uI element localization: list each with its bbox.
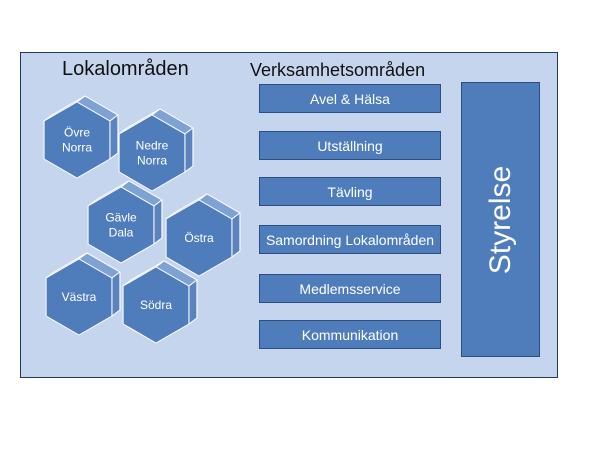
hexagon-label: Södra: [140, 298, 172, 312]
hexagon-side-face: [109, 114, 119, 160]
hexagon-side-face: [184, 127, 194, 173]
area-medlemsservice: Medlemsservice: [259, 274, 441, 303]
hexagon-front-face: [122, 266, 190, 344]
hexagon-front-face: [45, 258, 113, 336]
hexagon-front-face: [118, 114, 186, 192]
hexagon-label: Övre: [64, 126, 90, 140]
hexagon-label: Västra: [62, 290, 97, 304]
hexagon-side-face: [188, 279, 198, 325]
hexagon-label: Gävle: [105, 211, 137, 225]
hexagon-label: Dala: [109, 226, 134, 240]
business-areas-heading: Verksamhetsområden: [250, 60, 426, 80]
hexagon-ostra: Östra: [165, 193, 241, 277]
hexagon-side-face: [231, 212, 241, 258]
area-kommunikation: Kommunikation: [259, 320, 441, 349]
area-tavling: Tävling: [259, 177, 441, 206]
local-areas-heading: Lokalområden: [62, 58, 189, 80]
hexagon-sodra: Södra: [122, 260, 198, 344]
area-utstallning: Utställning: [259, 131, 441, 160]
hexagon-front-face: [165, 199, 233, 277]
hexagon-label: Norra: [137, 154, 167, 168]
board-box: Styrelse: [461, 82, 540, 357]
area-samordning-lokalomraden: Samordning Lokalområden: [259, 225, 441, 254]
hexagon-side-face: [111, 271, 121, 317]
hexagon-side-face: [153, 199, 163, 245]
hexagon-label: Norra: [62, 141, 92, 155]
hexagon-label: Östra: [184, 231, 214, 245]
hexagon-front-face: [87, 186, 155, 264]
area-avel-halsa: Avel & Hälsa: [259, 84, 441, 113]
hexagon-label: Nedre: [136, 139, 169, 153]
board-label: Styrelse: [483, 165, 517, 274]
hexagon-front-face: [43, 101, 111, 179]
hexagon-vastra: Västra: [45, 252, 121, 336]
